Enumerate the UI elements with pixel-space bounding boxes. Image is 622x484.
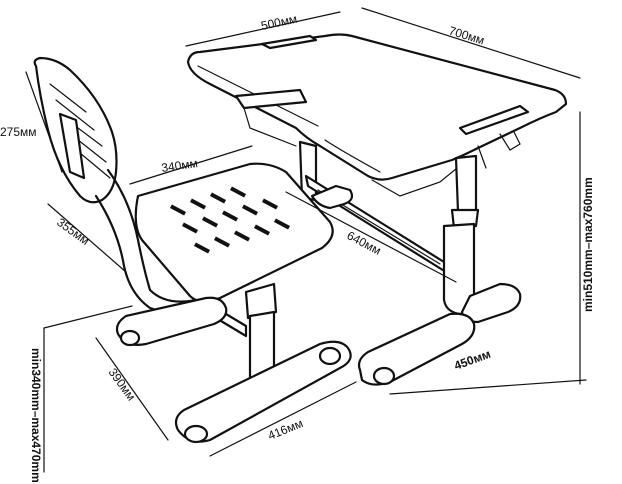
label-seat-width: 340мм <box>160 156 198 175</box>
dimension-lines <box>25 7 587 473</box>
label-chair-base-width: 416мм <box>266 416 305 443</box>
label-desk-depth: 500мм <box>260 12 299 33</box>
label-desk-base-width: 450мм <box>452 347 492 373</box>
label-back-depth: 355мм <box>54 215 92 248</box>
label-chair-back-height: 275мм <box>0 125 37 139</box>
chair <box>33 56 352 444</box>
label-desk-width: 700мм <box>447 23 486 47</box>
desk <box>186 33 568 386</box>
desk-top <box>186 33 568 181</box>
label-chair-base-depth: 390мм <box>106 366 139 404</box>
label-chair-height: min340mm–max470mm <box>29 348 43 483</box>
chair-seat <box>134 162 334 303</box>
seat-slots <box>169 186 291 254</box>
label-desk-height: min510mm–max760mm <box>581 177 595 312</box>
